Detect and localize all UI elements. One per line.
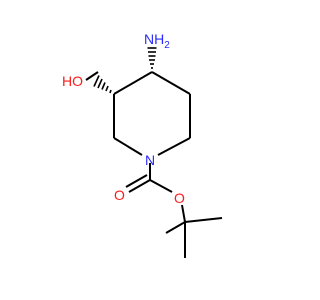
amine-label: NH2 [144, 31, 170, 51]
bond-ester-o-tbu [181, 204, 186, 223]
molecule-structure: NH2 N HO O O [62, 31, 223, 258]
ester-oxygen-label: O [174, 190, 185, 206]
hashed-wedge-amine [147, 47, 157, 69]
bond-c6-n1 [157, 137, 191, 156]
hydroxyl-label: HO [62, 73, 83, 89]
bond-carbonyl-double-b [125, 174, 148, 188]
bond-c3-c4 [113, 71, 153, 95]
bond-ch2-oh [85, 71, 99, 81]
hashed-wedge-hydroxymethyl [93, 75, 112, 94]
bond-carbonyl-double-a [128, 179, 151, 193]
carbonyl-oxygen-label: O [114, 187, 125, 203]
bond-c4-c5 [151, 71, 191, 95]
ring-nitrogen-label: N [145, 152, 155, 168]
bond-carbonyl-ester-o [149, 179, 173, 193]
bond-tbu-methyl-left [165, 221, 186, 234]
bond-n1-c2 [113, 137, 143, 156]
bond-tbu-methyl-right [184, 217, 223, 223]
